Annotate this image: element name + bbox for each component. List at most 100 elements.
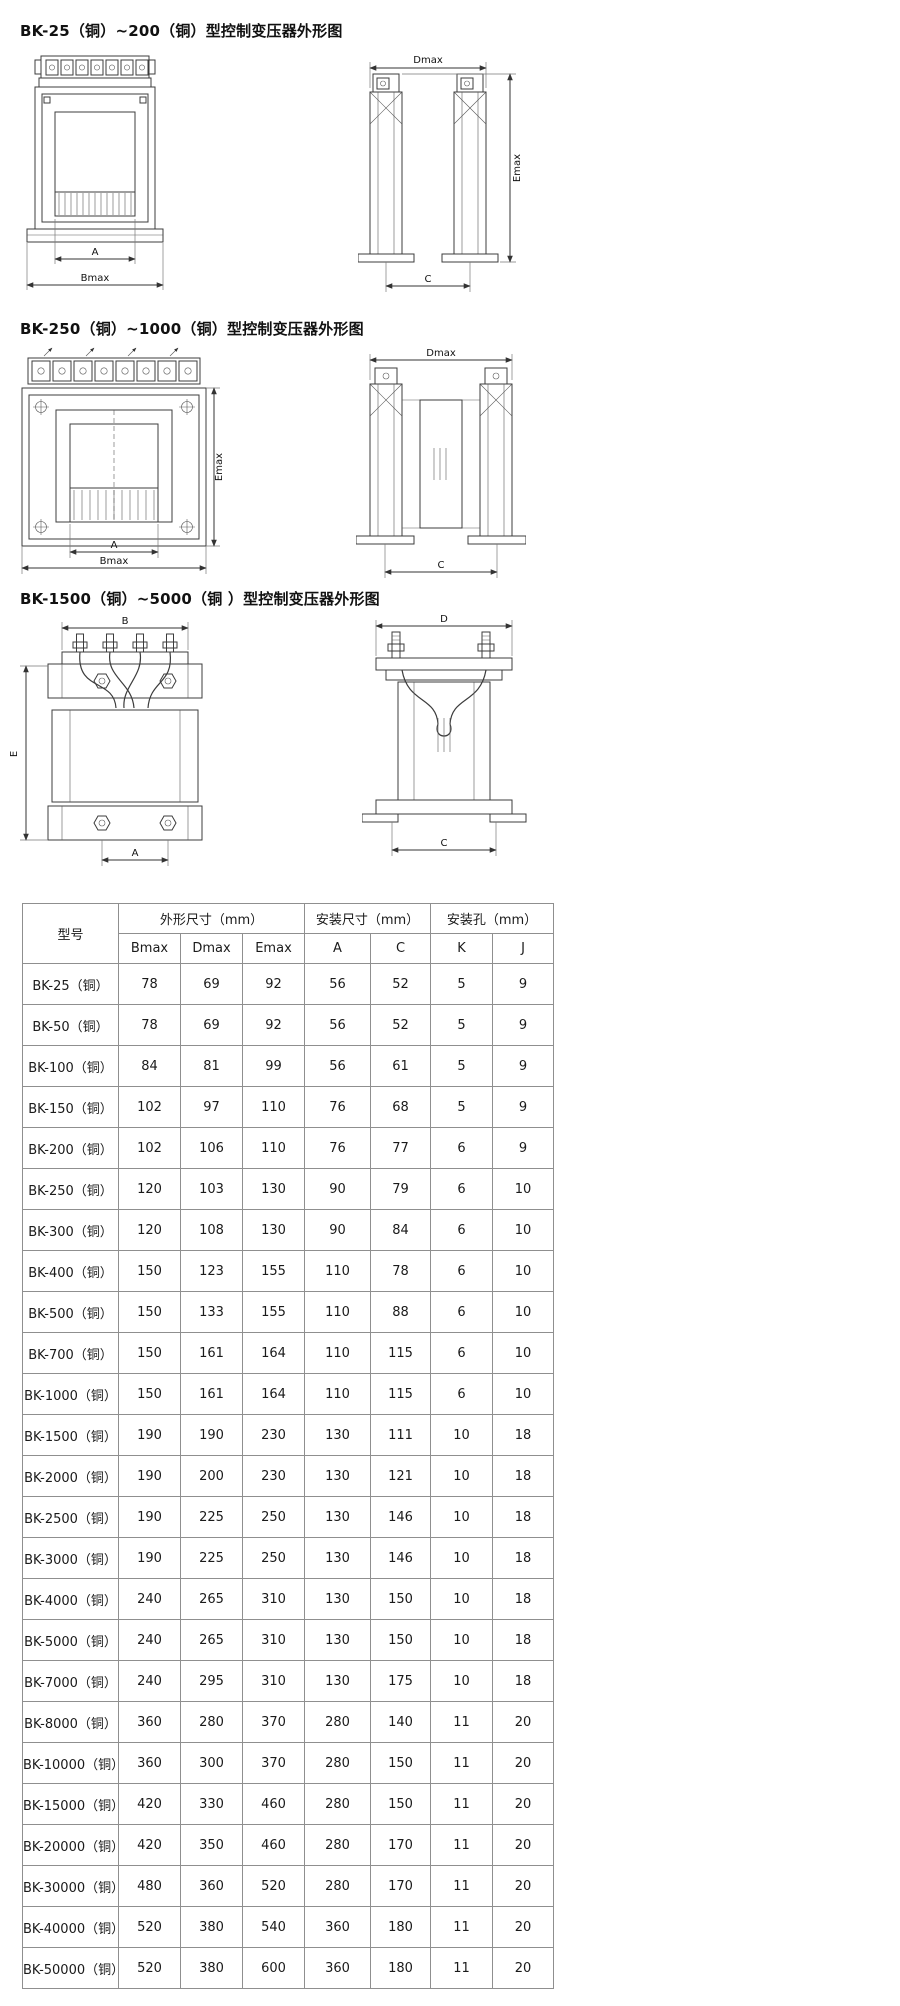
value-cell: 18 (492, 1496, 554, 1538)
terminal-studs (387, 631, 495, 659)
value-cell: 150 (118, 1373, 181, 1415)
value-cell: 310 (242, 1619, 305, 1661)
front-view-drawing-bk250-1000: Emax A Bmax (21, 347, 225, 574)
model-cell: BK-40000（铜） (22, 1906, 124, 1948)
side-view-drawing-bk1500-5000: D (362, 614, 527, 856)
value-cell: 310 (242, 1660, 305, 1702)
value-cell: 120 (118, 1209, 181, 1251)
dim-label-d: D (440, 614, 448, 625)
value-cell: 77 (370, 1127, 431, 1169)
value-cell: 200 (180, 1455, 243, 1497)
dimension-dmax: Dmax (369, 348, 513, 380)
value-cell: 20 (492, 1824, 554, 1866)
model-cell: BK-7000（铜） (22, 1660, 119, 1702)
value-cell: 20 (492, 1906, 554, 1948)
model-cell: BK-8000（铜） (22, 1701, 119, 1743)
value-cell: 10 (430, 1496, 493, 1538)
model-cell: BK-200（铜） (22, 1127, 119, 1169)
dimension-b: B (61, 616, 189, 650)
value-cell: 6 (430, 1168, 493, 1210)
value-cell: 11 (430, 1742, 493, 1784)
dim-label-a: A (111, 540, 118, 551)
value-cell: 110 (242, 1127, 305, 1169)
dim-label-bmax: Bmax (100, 556, 129, 567)
value-cell: 5 (430, 1086, 493, 1128)
dimension-bmax: Bmax (21, 546, 207, 574)
model-cell: BK-50（铜） (22, 1004, 119, 1046)
terminal-screws (49, 64, 145, 71)
value-cell: 6 (430, 1373, 493, 1415)
value-cell: 18 (492, 1619, 554, 1661)
value-cell: 10 (492, 1209, 554, 1251)
value-cell: 10 (430, 1619, 493, 1661)
top-terminals (372, 73, 484, 93)
model-cell: BK-20000（铜） (22, 1824, 124, 1866)
value-cell: 130 (304, 1455, 371, 1497)
value-cell: 130 (242, 1168, 305, 1210)
dimension-emax: Emax (402, 73, 523, 263)
table-col-header-row: Bmax Dmax Emax A C K J (23, 933, 554, 964)
value-cell: 230 (242, 1455, 305, 1497)
model-cell: BK-10000（铜） (22, 1742, 124, 1784)
dim-label-c: C (438, 560, 445, 571)
dimension-bmax: Bmax (26, 243, 164, 290)
coil-hatch (73, 490, 155, 520)
core-column (397, 681, 491, 801)
value-cell: 10 (430, 1537, 493, 1579)
value-cell: 460 (242, 1783, 305, 1825)
value-cell: 520 (242, 1865, 305, 1907)
model-cell: BK-4000（铜） (22, 1578, 119, 1620)
value-cell: 175 (370, 1660, 431, 1702)
value-cell: 52 (370, 963, 431, 1005)
dim-label-a: A (92, 247, 99, 258)
value-cell: 9 (492, 1004, 554, 1046)
value-cell: 69 (180, 1004, 243, 1046)
value-cell: 61 (370, 1045, 431, 1087)
core-body (34, 77, 156, 230)
value-cell: 240 (118, 1578, 181, 1620)
value-cell: 11 (430, 1906, 493, 1948)
terminal-screws (382, 372, 500, 380)
value-cell: 11 (430, 1783, 493, 1825)
value-cell: 155 (242, 1291, 305, 1333)
value-cell: 164 (242, 1332, 305, 1374)
terminal-strip (27, 357, 201, 385)
value-cell: 380 (180, 1947, 243, 1989)
value-cell: 130 (304, 1414, 371, 1456)
coil-body (51, 709, 199, 803)
value-cell: 10 (492, 1250, 554, 1292)
group-header-outline-size: 外形尺寸（mm） (118, 903, 305, 934)
value-cell: 190 (180, 1414, 243, 1456)
value-cell: 130 (304, 1619, 371, 1661)
value-cell: 150 (370, 1783, 431, 1825)
value-cell: 280 (304, 1824, 371, 1866)
diagram-side-view-large: D (362, 612, 527, 884)
value-cell: 150 (370, 1742, 431, 1784)
diagram-front-view-medium: Emax A Bmax (14, 344, 226, 578)
value-cell: 280 (180, 1701, 243, 1743)
value-cell: 11 (430, 1947, 493, 1989)
value-cell: 140 (370, 1701, 431, 1743)
value-cell: 360 (118, 1742, 181, 1784)
value-cell: 380 (180, 1906, 243, 1948)
value-cell: 180 (370, 1947, 431, 1989)
value-cell: 190 (118, 1537, 181, 1579)
front-view-drawing-bk25-200: A Bmax (26, 55, 164, 290)
value-cell: 56 (304, 963, 371, 1005)
col-header-emax: Emax (242, 933, 305, 964)
value-cell: 520 (118, 1947, 181, 1989)
value-cell: 161 (180, 1373, 243, 1415)
value-cell: 360 (180, 1865, 243, 1907)
value-cell: 76 (304, 1127, 371, 1169)
